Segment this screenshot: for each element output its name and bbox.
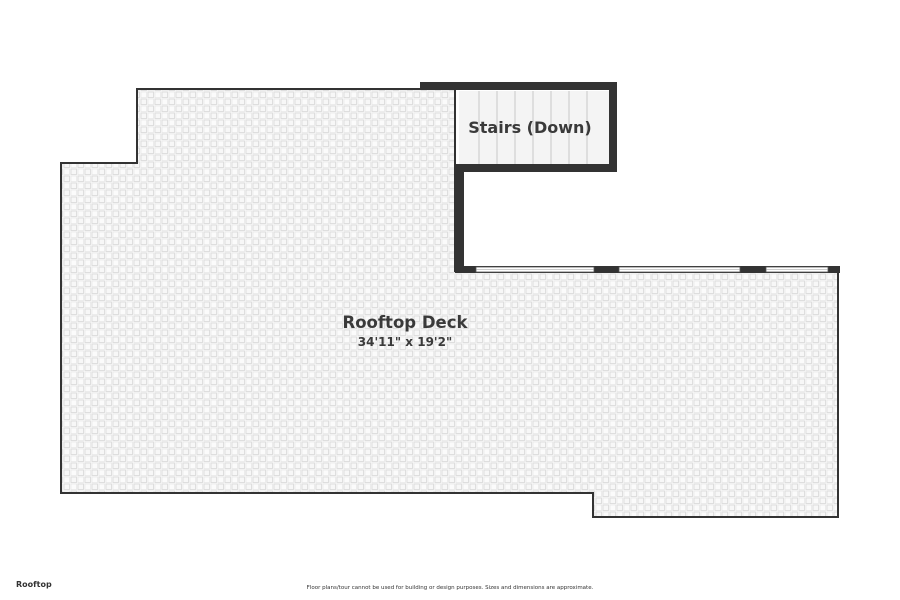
- rooftop-deck-area[interactable]: [60, 88, 839, 518]
- deck-label: Rooftop Deck: [343, 313, 469, 332]
- stairs-label: Stairs (Down): [468, 118, 592, 137]
- disclaimer-text: Floor plans/tour cannot be used for buil…: [306, 585, 594, 591]
- stairs-floor: [459, 91, 609, 164]
- stairs-wall: [420, 82, 617, 271]
- window-wall: [455, 266, 840, 273]
- floor-label: Rooftop: [16, 580, 52, 589]
- stairs-room[interactable]: [459, 91, 609, 164]
- deck-dimensions: 34'11" x 19'2": [358, 335, 452, 349]
- stair-treads: [478, 91, 588, 164]
